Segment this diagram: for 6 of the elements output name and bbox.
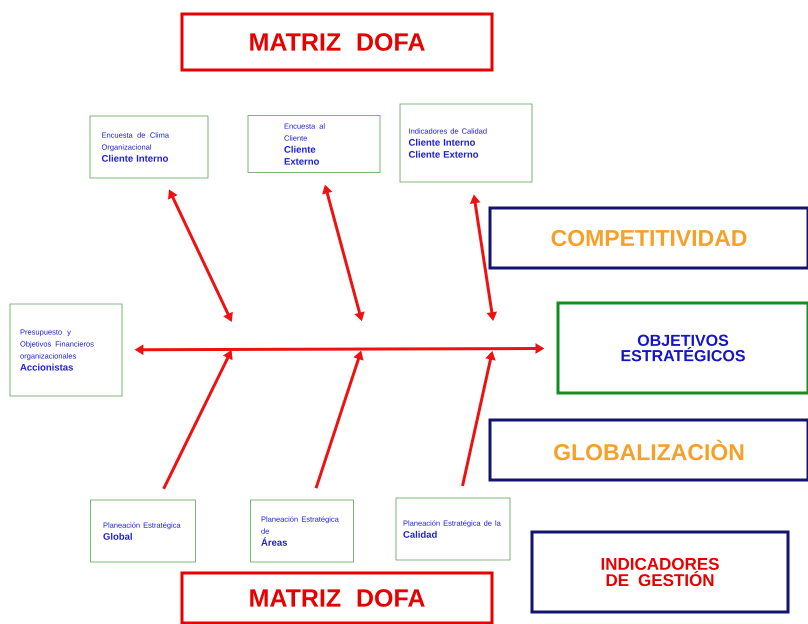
goal-box: OBJETIVOS ESTRATÉGICOS: [556, 302, 808, 394]
title-box: MATRIZ DOFA: [180, 12, 494, 72]
topic-box: INDICADORES DE GESTIÓN: [530, 530, 790, 614]
topic-box: GLOBALIZACIÒN: [488, 418, 808, 482]
topic-box: COMPETITIVIDAD: [488, 206, 808, 270]
title-box: MATRIZ DOFA: [180, 572, 494, 624]
